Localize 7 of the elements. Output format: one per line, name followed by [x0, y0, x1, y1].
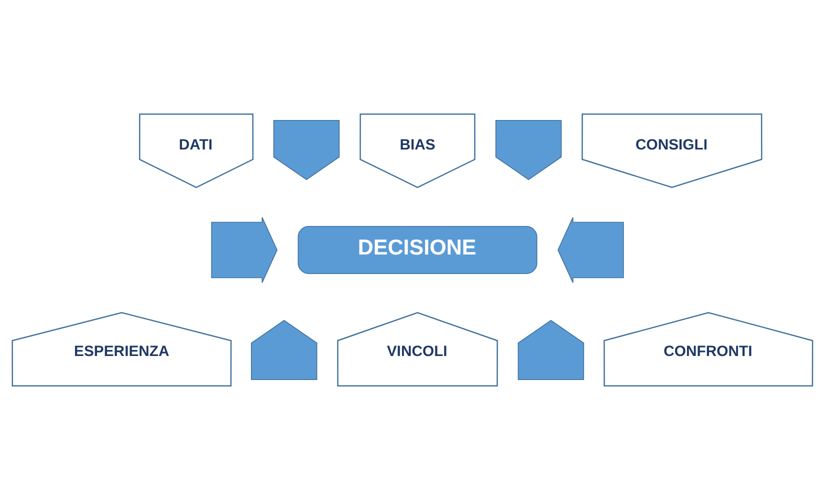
- node-arrow: [273, 119, 340, 180]
- node-arrow: [558, 216, 624, 283]
- node-arrow: [211, 216, 278, 283]
- node-arrow: [495, 119, 562, 180]
- node-arrow: [250, 319, 318, 380]
- node-box: DECISIONE: [298, 225, 538, 274]
- node-arrow: [518, 319, 584, 380]
